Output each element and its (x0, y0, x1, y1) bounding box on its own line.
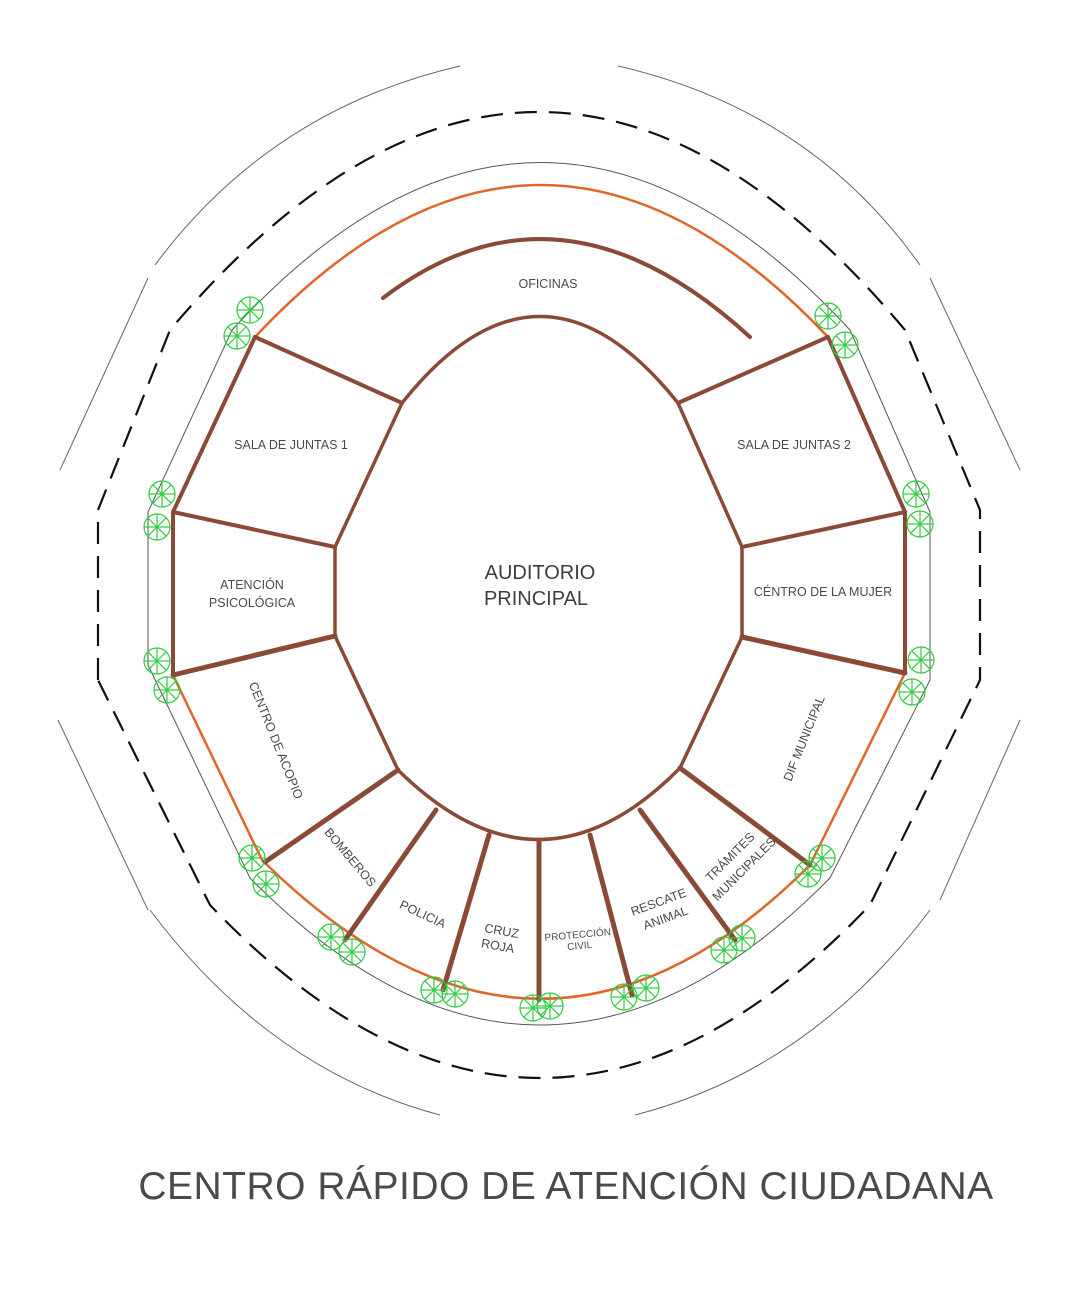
label-cruz-2: ROJA (480, 936, 516, 956)
tree-icon (338, 938, 366, 966)
site-line-left-bottom (57, 719, 149, 911)
label-sala-juntas-1: SALA DE JUNTAS 1 (234, 438, 348, 452)
tree-icon (420, 976, 448, 1004)
trees (143, 296, 935, 1022)
tree-icon (236, 296, 264, 324)
site-arc-bottom-left (149, 909, 441, 1116)
label-dif: DIF MUNICIPAL (781, 694, 828, 783)
tree-icon (632, 974, 660, 1002)
tree-icon (536, 992, 564, 1020)
site-arc-bottom-right (634, 909, 931, 1116)
plan-title: CENTRO RÁPIDO DE ATENCIÓN CIUDADANA (138, 1165, 994, 1208)
label-centro-mujer: CÉNTRO DE LA MUJER (754, 584, 892, 599)
tree-icon (902, 480, 930, 508)
room-labels: OFICINAS AUDITORIO PRINCIPAL SALA DE JUN… (209, 277, 892, 956)
tree-icon (728, 924, 756, 952)
label-oficinas: OFICINAS (518, 277, 577, 291)
tree-icon (610, 983, 638, 1011)
tree-icon (153, 676, 181, 704)
facade-top (254, 183, 829, 338)
label-sala-juntas-2: SALA DE JUNTAS 2 (737, 438, 851, 452)
tree-icon (143, 647, 171, 675)
tree-icon (898, 678, 926, 706)
label-centro-acopio: CENTRO DE ACOPIO (246, 680, 306, 801)
tree-icon (808, 844, 836, 872)
site-line-right-bottom (939, 719, 1021, 901)
label-cruz-1: CRUZ (483, 921, 520, 941)
tree-icon (223, 322, 251, 350)
site-lines (57, 65, 1021, 1116)
site-arc-top-left (154, 65, 461, 266)
oficinas-wall (381, 237, 752, 339)
label-policia: POLICIA (397, 898, 448, 932)
tree-icon (148, 480, 176, 508)
tree-icon (831, 331, 859, 359)
tree-icon (317, 923, 345, 951)
label-auditorio-1: AUDITORIO (485, 562, 596, 584)
sidewalk-line (147, 162, 931, 1026)
tree-icon (906, 510, 934, 538)
site-arc-top-right (617, 65, 921, 266)
label-bomberos: BOMBEROS (321, 825, 378, 889)
tree-icon (441, 980, 469, 1008)
tree-icon (907, 646, 935, 674)
dashed-road-line (96, 110, 982, 1080)
tree-icon (814, 302, 842, 330)
site-line-left-top (59, 277, 149, 471)
wall-left (171, 335, 257, 677)
tree-icon (710, 936, 738, 964)
label-proteccion-2: CIVIL (567, 940, 593, 953)
tree-icon (252, 870, 280, 898)
label-atencion-1: ATENCIÓN (220, 577, 284, 592)
walls (170, 237, 908, 1003)
tree-icon (794, 860, 822, 888)
tree-icon (238, 844, 266, 872)
auditorium-wall (333, 314, 744, 842)
site-line-right-top (929, 277, 1021, 471)
label-atencion-2: PSICOLÓGICA (209, 595, 296, 610)
tree-icon (143, 513, 171, 541)
label-auditorio-2: PRINCIPAL (484, 588, 588, 610)
wall-right (826, 335, 907, 675)
